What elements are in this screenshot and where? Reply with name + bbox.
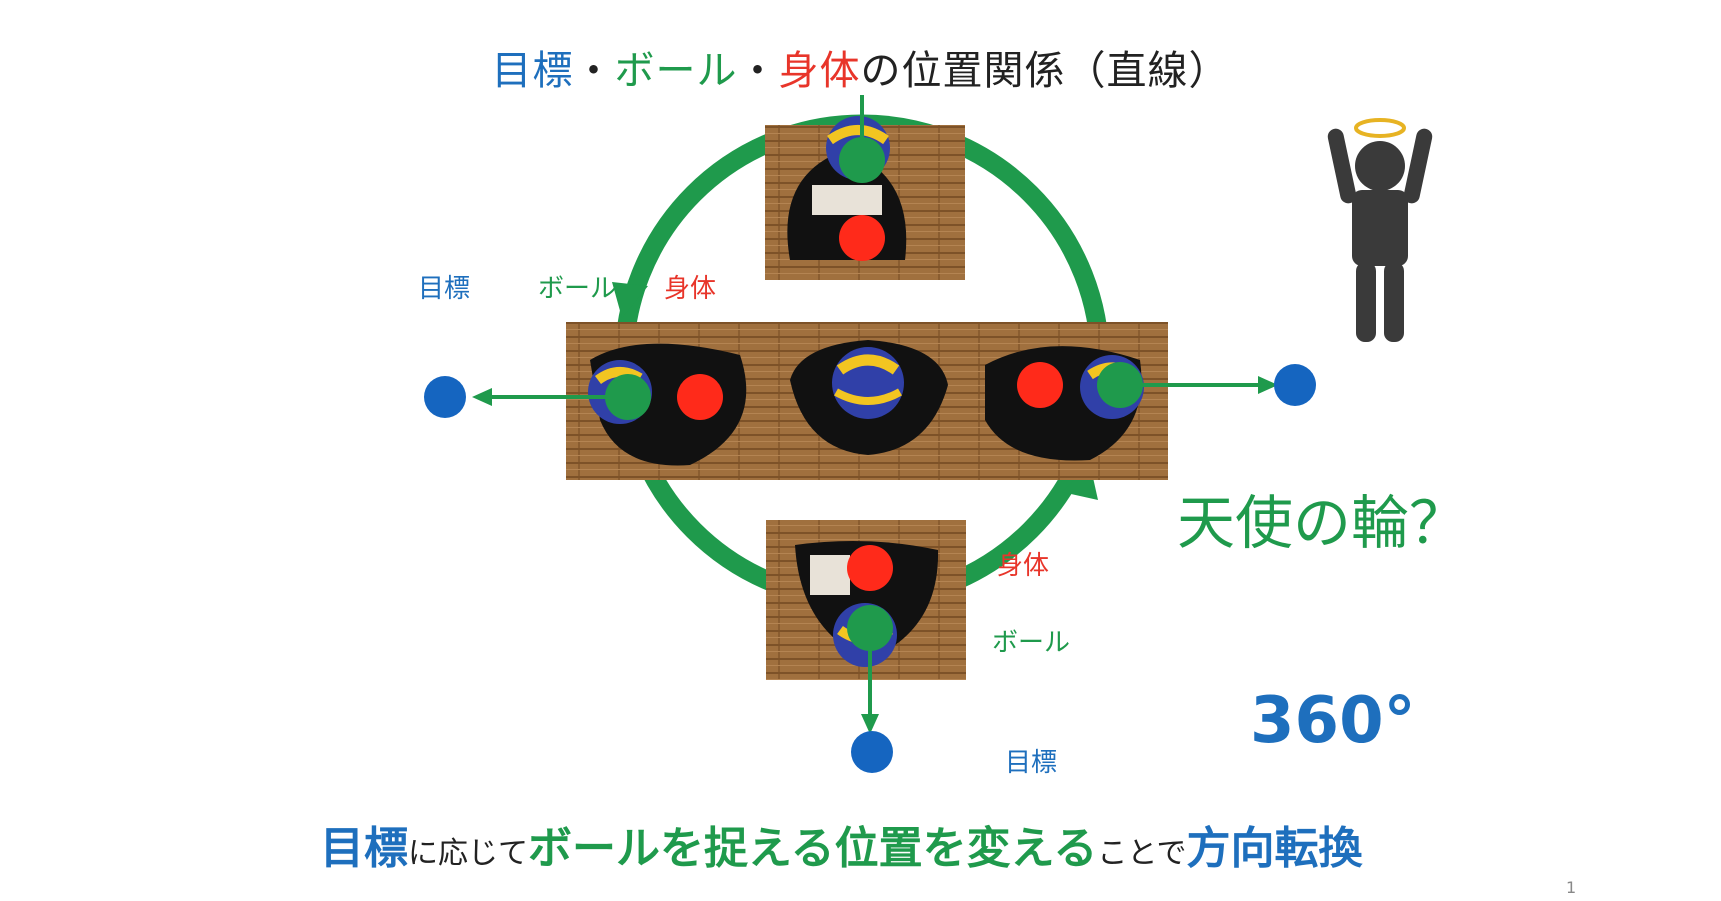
title-ball: ボール	[614, 48, 738, 94]
label-ball-left: ボール	[538, 274, 617, 304]
title-target: 目標	[491, 48, 574, 94]
ball-marker	[605, 374, 651, 420]
player-photo-left	[566, 322, 766, 480]
player-photo-bottom	[766, 520, 966, 680]
footer-direction-change: 方向転換	[1186, 823, 1363, 874]
label-target-left: 目標	[418, 274, 471, 304]
footer-target: 目標	[320, 823, 408, 874]
page-number: 1	[1566, 878, 1577, 897]
label-body-right: 身体	[997, 551, 1050, 581]
degrees-label: 360°	[1250, 684, 1416, 758]
target-marker	[851, 731, 893, 773]
title-separator: ・	[573, 48, 615, 94]
title-separator: ・	[737, 48, 779, 94]
target-marker	[424, 376, 466, 418]
target-marker	[1274, 364, 1316, 406]
ball-marker	[1097, 362, 1143, 408]
body-marker	[1017, 362, 1063, 408]
player-photo-right	[970, 322, 1168, 480]
angel-figure-icon	[1327, 118, 1433, 342]
body-marker	[847, 545, 893, 591]
footer-ball-position: ボールを捉える位置を変える	[528, 823, 1098, 874]
footer-text: に応じて	[408, 836, 528, 871]
arrowhead-right	[1258, 376, 1278, 394]
angel-question: 天使の輪？	[1177, 489, 1468, 557]
footer-text: ことで	[1097, 836, 1187, 871]
page-title: 目標・ボール・身体の位置関係（直線）	[0, 38, 1721, 96]
player-photo-center	[766, 322, 970, 480]
label-target-bottom: 目標	[1005, 748, 1058, 778]
arrowhead-bottom	[861, 714, 879, 734]
label-body-left: 身体	[664, 274, 717, 304]
title-rest: の位置関係（直線）	[860, 48, 1230, 94]
body-marker	[839, 215, 885, 261]
arrowhead-left	[472, 388, 492, 406]
ring-arrowhead	[612, 282, 648, 318]
ball-marker	[847, 605, 893, 651]
ball-marker	[839, 137, 885, 183]
footer-caption: 目標に応じてボールを捉える位置を変えることで方向転換	[320, 812, 1362, 876]
body-marker	[677, 374, 723, 420]
title-body: 身体	[778, 48, 861, 94]
label-ball-right: ボール	[992, 628, 1071, 658]
